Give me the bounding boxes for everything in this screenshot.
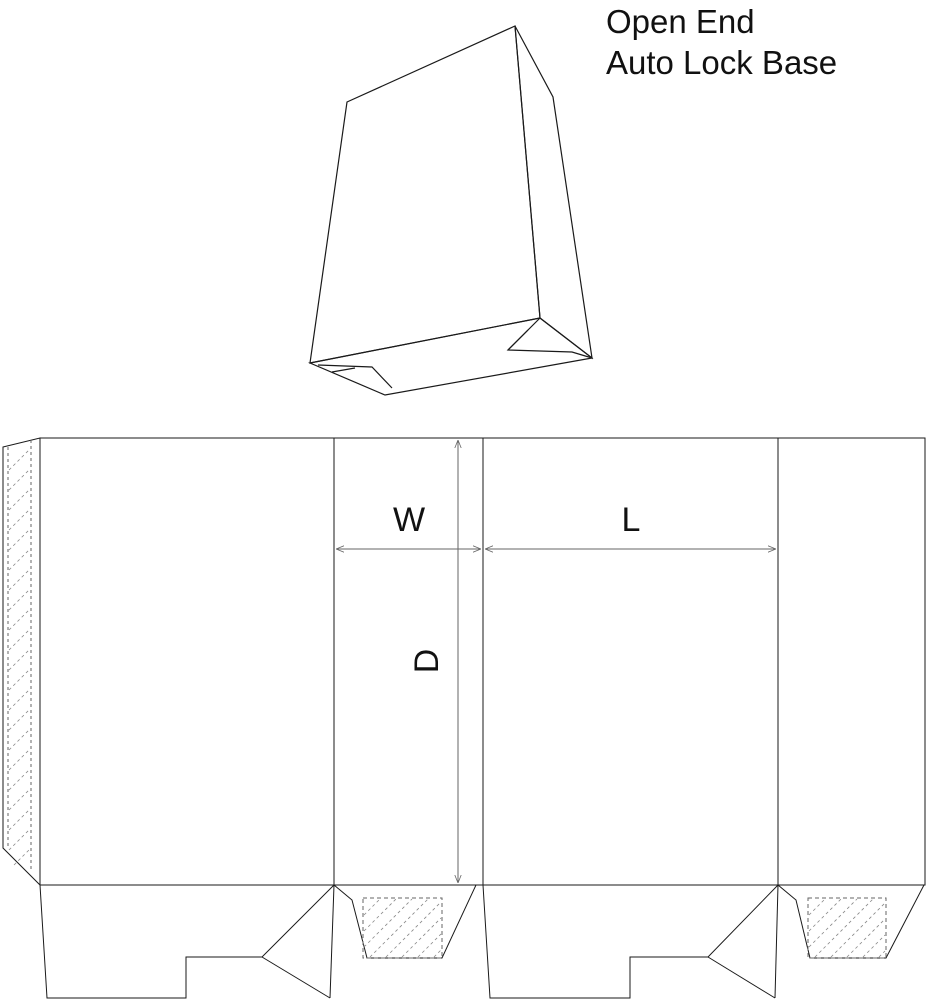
title-line-1: Open End: [606, 3, 755, 40]
title-line-2: Auto Lock Base: [606, 44, 838, 81]
hatch-line: [808, 898, 826, 916]
hatch-line: [363, 898, 381, 916]
base-flap-3: [482, 884, 779, 999]
base-flap-4-hatching: [808, 898, 886, 958]
hatch-line: [8, 528, 31, 551]
base-flap-3-edge: [774, 884, 779, 999]
hatch-line: [363, 898, 397, 932]
hatch-line: [8, 488, 31, 511]
hatch-line: [8, 468, 31, 491]
box-base-flap-crease: [507, 329, 529, 351]
box-side-face: [514, 25, 593, 360]
hatch-line: [846, 918, 886, 958]
hatch-line: [369, 898, 429, 958]
glue-flap: [2, 437, 41, 887]
hatch-line: [8, 688, 31, 711]
hatch-line: [830, 902, 886, 958]
width-dimension-label: W: [393, 501, 425, 539]
box-front-face: [309, 25, 541, 364]
hatch-line: [8, 668, 31, 691]
hatch-line: [8, 588, 31, 611]
hatch-line: [878, 950, 886, 958]
dieline-flat: [2, 437, 926, 999]
hatch-line: [8, 648, 31, 671]
base-flap-4-glue-area: [807, 897, 887, 959]
hatch-line: [8, 708, 31, 731]
hatch-line: [363, 898, 413, 948]
hatch-line: [8, 608, 31, 631]
hatch-line: [417, 933, 442, 958]
hatch-line: [8, 828, 31, 851]
hatch-line: [13, 848, 31, 866]
hatch-line: [385, 901, 442, 958]
base-flap-2-hatching: [363, 898, 442, 958]
box-bottom-rim: [307, 317, 594, 396]
length-dimension-label: L: [622, 501, 641, 539]
hatch-line: [433, 949, 442, 958]
hatch-line: [8, 508, 31, 531]
box-base-flap-left: [317, 364, 393, 389]
hatch-line: [8, 628, 31, 651]
glue-flap-hatching: [8, 449, 31, 866]
hatch-line: [8, 728, 31, 751]
hatch-line: [8, 788, 31, 811]
hatch-line: [862, 934, 886, 958]
hatch-line: [401, 917, 442, 958]
base-flap-1-edge: [329, 884, 335, 999]
base-flap-3-tab: [707, 956, 776, 999]
base-flap-2-glue-area: [362, 897, 443, 959]
hatch-line: [8, 808, 31, 831]
hatch-line: [8, 748, 31, 771]
box-base-flap-fold: [331, 367, 356, 373]
base-flap-1: [39, 884, 335, 999]
hatch-line: [808, 898, 858, 948]
depth-dimension-label: D: [408, 649, 446, 674]
box-3d-view: [307, 25, 594, 396]
hatch-line: [8, 449, 30, 471]
base-flap-1-tab: [261, 956, 331, 999]
hatch-line: [8, 768, 31, 791]
hatch-line: [808, 898, 842, 932]
hatch-line: [814, 898, 874, 958]
hatch-line: [8, 548, 31, 571]
hatch-line: [8, 568, 31, 591]
